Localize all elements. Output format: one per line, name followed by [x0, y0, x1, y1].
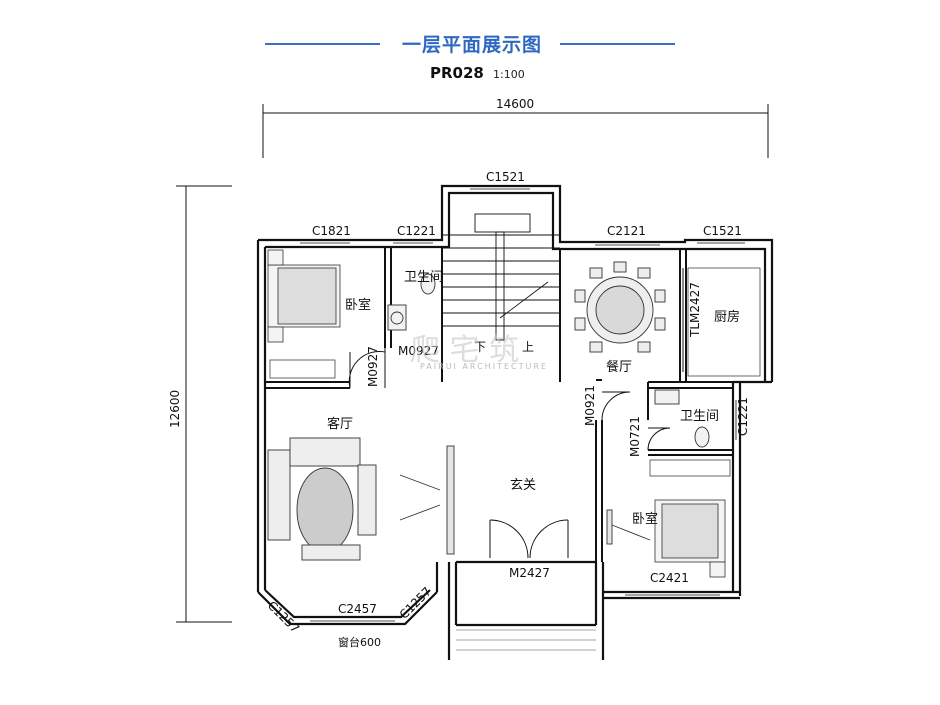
- window-c1521-stair: C1521: [486, 170, 525, 184]
- window-c2421: C2421: [650, 571, 689, 585]
- room-dining: 餐厅: [606, 360, 633, 375]
- room-bedroom-top-left: 卧室: [345, 298, 372, 313]
- watermark-brand: 爬 宅 筑: [410, 333, 520, 368]
- window-c1221-top: C1221: [397, 224, 436, 238]
- window-c2121: C2121: [607, 224, 646, 238]
- header-rule-right: [560, 43, 675, 45]
- window-c1521-kitchen: C1521: [703, 224, 742, 238]
- door-tlm2427: TLM2427: [688, 282, 702, 337]
- door-m0921: M0921: [583, 385, 597, 426]
- plan-code: PR028: [430, 64, 484, 82]
- window-c1821: C1821: [312, 224, 351, 238]
- bay-window-note: 窗台600: [338, 636, 381, 649]
- room-foyer: 玄关: [510, 478, 537, 493]
- room-bathroom-right: 卫生间: [680, 409, 720, 424]
- window-c2457: C2457: [338, 602, 377, 616]
- plan-scale: 1:100: [493, 68, 525, 81]
- room-living: 客厅: [327, 417, 354, 432]
- room-bedroom-bottom-right: 卧室: [632, 512, 659, 527]
- watermark-sub: PAIRUI ARCHITECTURE: [420, 362, 548, 371]
- door-m0721: M0721: [628, 416, 642, 457]
- header-rule-left: [265, 43, 380, 45]
- stair-up-label: 上: [522, 340, 535, 354]
- room-kitchen: 厨房: [714, 310, 741, 325]
- room-bathroom-top: 卫生间: [404, 270, 444, 285]
- window-c1221-right: C1221: [736, 397, 750, 436]
- door-m0927-vertical: M0927: [366, 346, 380, 387]
- stair-down-label: 下: [474, 340, 487, 354]
- door-m2427: M2427: [509, 566, 550, 580]
- overall-width-label: 14600: [496, 97, 535, 111]
- overall-depth-label: 12600: [168, 389, 182, 428]
- plan-title: 一层平面展示图: [401, 34, 542, 56]
- door-m0927-horizontal: M0927: [398, 344, 439, 358]
